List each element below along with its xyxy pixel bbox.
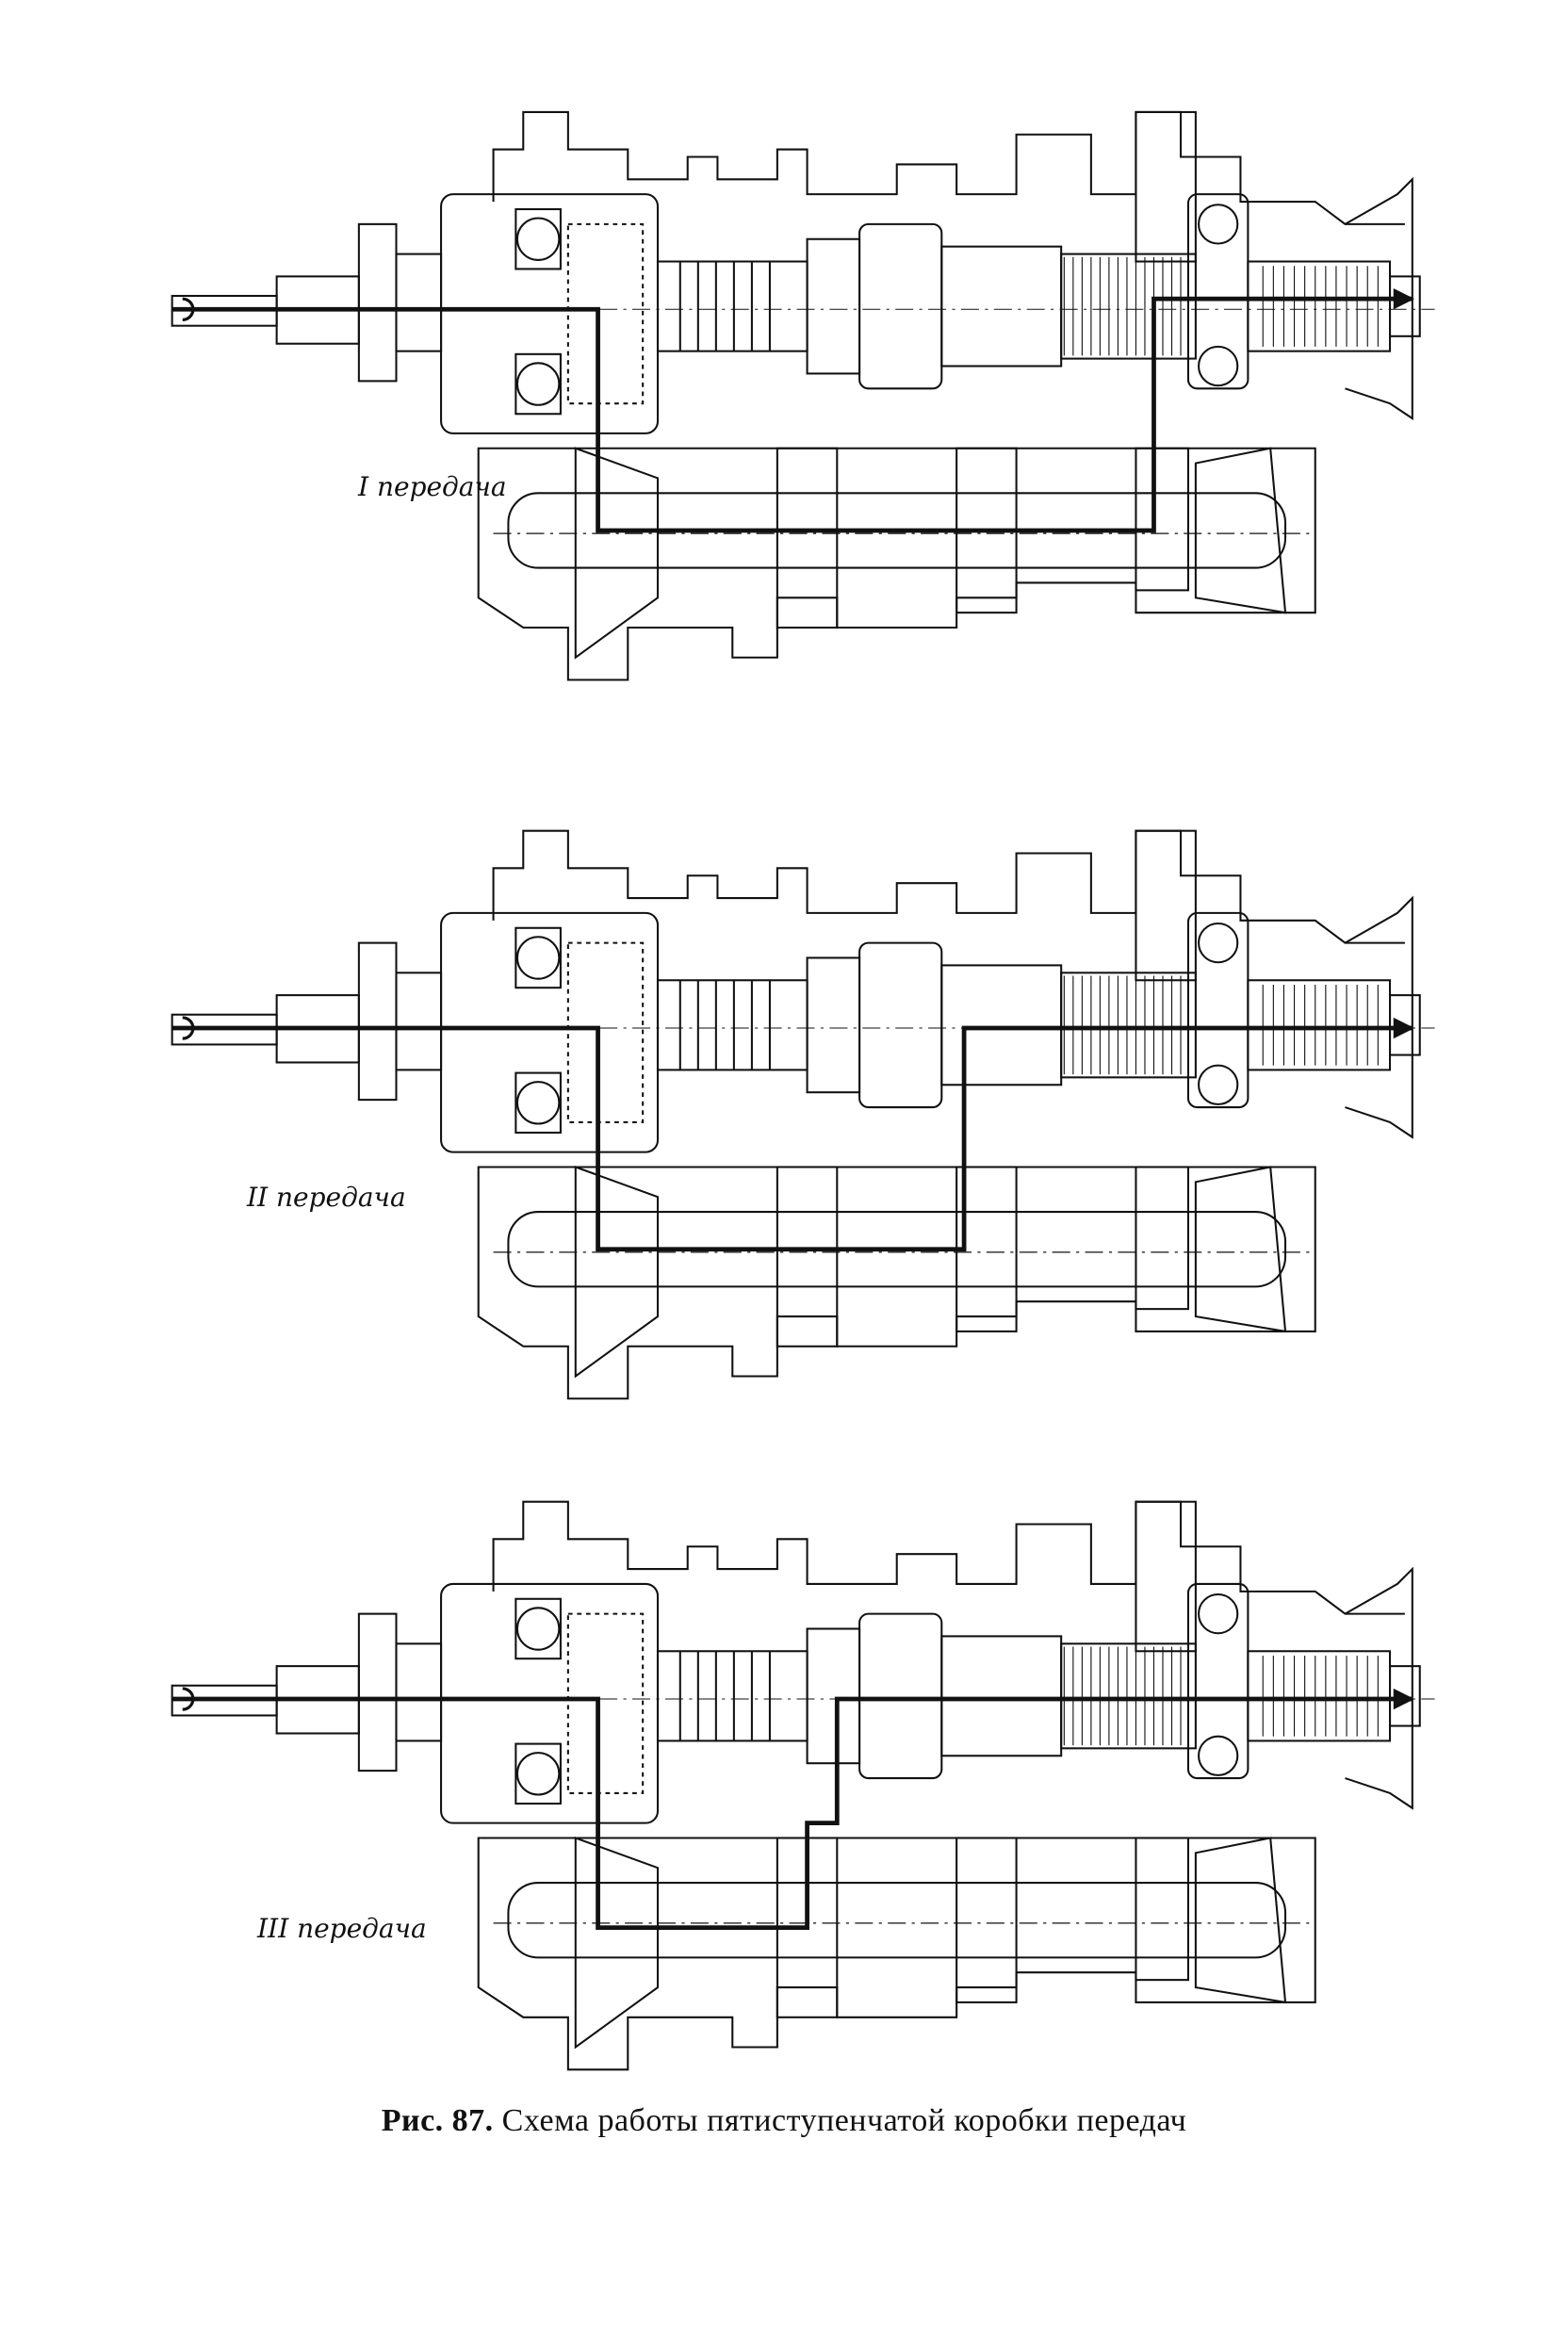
output-shaft <box>1247 1650 1392 1742</box>
gear-hub <box>806 1627 861 1765</box>
countershaft-gear-rear <box>1135 1166 1189 1311</box>
input-flange <box>357 941 398 1102</box>
arrow-head-icon <box>1393 1688 1415 1710</box>
rear-bearing-housing <box>1186 193 1250 390</box>
gear-hub <box>806 956 861 1094</box>
bearing-race <box>514 1071 562 1135</box>
output-nut <box>1388 275 1421 337</box>
countershaft-drive-gear <box>574 1166 660 1379</box>
rear-gear-upper <box>1135 110 1197 263</box>
countershaft-drive-gear <box>574 1837 660 2050</box>
figure-number: Рис. 87. <box>381 2103 494 2138</box>
output-flange <box>1344 1566 1413 1810</box>
bearing-ball <box>1198 204 1239 245</box>
rotation-arrow-icon <box>182 1016 195 1040</box>
gear-hub <box>806 237 861 375</box>
bearing-ball <box>515 1081 561 1125</box>
main-shaft-mid <box>940 1635 1063 1757</box>
rear-gear-upper <box>1135 829 1197 982</box>
housing-top-outline <box>492 110 1405 225</box>
front-bearing-housing <box>440 193 660 434</box>
housing-top-outline <box>492 1500 1405 1615</box>
gear-2-label: II передача <box>247 1182 406 1213</box>
countershaft-gear-rear <box>1135 1837 1189 1982</box>
input-neck <box>395 972 443 1071</box>
tapered-bearing <box>1194 447 1287 614</box>
synchronizer <box>858 941 943 1109</box>
power-flow-line <box>172 1025 1413 1252</box>
power-flow-line <box>172 1696 1413 1931</box>
bearing-ball <box>515 1752 561 1796</box>
output-flange <box>1344 895 1413 1139</box>
rear-bearing-housing <box>1186 1582 1250 1780</box>
gear-1-label: I передача <box>358 471 507 502</box>
arrow-head-icon <box>1393 1017 1415 1039</box>
clutch-hatch <box>566 941 645 1123</box>
input-flange <box>357 1612 398 1772</box>
front-bearing-housing <box>440 911 660 1153</box>
splined-section <box>1060 253 1197 360</box>
tapered-bearing <box>1194 1166 1287 1333</box>
bearing-race <box>514 1597 562 1660</box>
countershaft-housing <box>477 447 1316 681</box>
bearing-ball <box>1198 345 1239 387</box>
main-shaft-mid <box>940 245 1063 368</box>
bearing-ball <box>515 362 561 406</box>
output-nut <box>1388 1665 1421 1727</box>
output-shaft <box>1247 260 1392 352</box>
output-nut <box>1388 994 1421 1056</box>
splined-section <box>1060 1642 1197 1750</box>
input-flange <box>357 222 398 383</box>
countershaft <box>507 1882 1287 1959</box>
figure-caption-text: Схема работы пятиступенчатой коробки пер… <box>501 2103 1187 2138</box>
bearing-ball <box>1198 1735 1239 1776</box>
rear-bearing-housing <box>1186 911 1250 1109</box>
synchronizer <box>858 222 943 390</box>
input-neck <box>395 253 443 352</box>
tapered-bearing <box>1194 1837 1287 2004</box>
countershaft-gear <box>956 1837 1018 2003</box>
splined-section <box>1060 972 1197 1079</box>
main-shaft-mid <box>940 964 1063 1086</box>
bearing-race <box>514 207 562 270</box>
clutch-hatch <box>566 1612 645 1794</box>
bearing-ball <box>1198 1592 1239 1635</box>
input-neck <box>395 1642 443 1742</box>
bearing-ball <box>515 936 561 980</box>
clutch-hatch <box>566 222 645 405</box>
countershaft-housing <box>477 1166 1316 1400</box>
countershaft <box>507 1211 1287 1288</box>
housing-top-outline <box>492 829 1405 944</box>
gear-3-label: III передача <box>257 1913 427 1944</box>
bearing-race <box>514 352 562 416</box>
countershaft-housing <box>477 1837 1316 2071</box>
bearing-race <box>514 1742 562 1805</box>
bearing-ball <box>1198 922 1239 964</box>
gearbox-section-3 <box>171 1500 1435 2071</box>
bearing-race <box>514 926 562 989</box>
bearing-ball <box>1198 1064 1239 1105</box>
countershaft <box>507 492 1287 569</box>
countershaft-drive-gear <box>574 447 660 660</box>
rotation-arrow-icon <box>182 297 195 321</box>
countershaft-gear-rear <box>1135 447 1189 592</box>
bearing-ball <box>515 217 561 261</box>
rotation-arrow-icon <box>182 1687 195 1711</box>
power-flow-line <box>172 296 1413 533</box>
front-bearing-housing <box>440 1582 660 1824</box>
gearbox-section-2 <box>171 829 1435 1400</box>
gearbox-section-1 <box>171 110 1435 681</box>
arrow-head-icon <box>1393 287 1415 310</box>
rear-gear-upper <box>1135 1500 1197 1653</box>
figure-caption: Рис. 87. Схема работы пятиступенчатой ко… <box>0 2103 1568 2139</box>
countershaft-gear <box>776 447 839 629</box>
synchronizer <box>858 1612 943 1780</box>
output-shaft <box>1247 979 1392 1071</box>
bearing-ball <box>515 1607 561 1651</box>
countershaft-gear <box>776 1166 839 1348</box>
